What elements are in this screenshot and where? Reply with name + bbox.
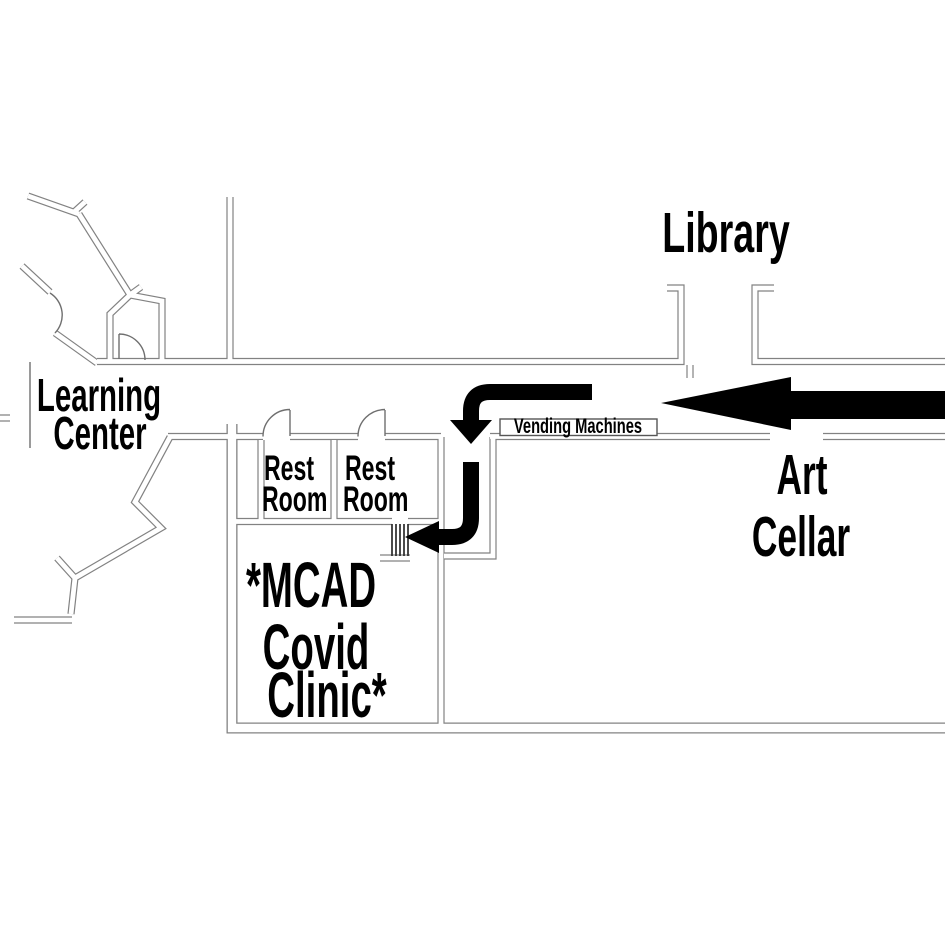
learning-center-label-line1: Learning [37,371,161,422]
covid-clinic-label-line2: Covid [263,612,370,684]
restroom-left-label-line1: Rest [264,449,314,488]
route-arrow-turn-south-head [450,420,492,444]
map-labels: Library Learning Center Rest Room Rest R… [37,201,850,731]
interior-walls-core [0,193,945,726]
learning-center-label-line2: Center [53,409,146,460]
building-walls [0,192,945,734]
route-arrow-turn-south [463,384,592,421]
library-label: Library [662,201,790,265]
perimeter-wall-core [227,424,945,733]
covid-clinic-label-line3: Clinic* [267,660,387,732]
restroom-right-label-line1: Rest [345,449,395,488]
route-arrow-into-clinic-head [405,521,439,553]
vending-machines-box [499,418,658,437]
vending-machines-label: Vending Machines [514,414,642,437]
door-swing-arcs [29,292,386,448]
art-cellar-label-line1: Art [776,444,827,508]
route-arrow-into-clinic [439,462,479,545]
route-arrows [405,377,945,553]
clinic-door-hatch [391,524,409,556]
restroom-right-label-line2: Room [343,480,408,519]
covid-clinic-label-line1: *MCAD [246,550,376,622]
restroom-left-label-line2: Room [262,480,327,519]
art-cellar-label-line2: Cellar [752,506,850,570]
route-arrow-corridor-west [661,377,945,430]
